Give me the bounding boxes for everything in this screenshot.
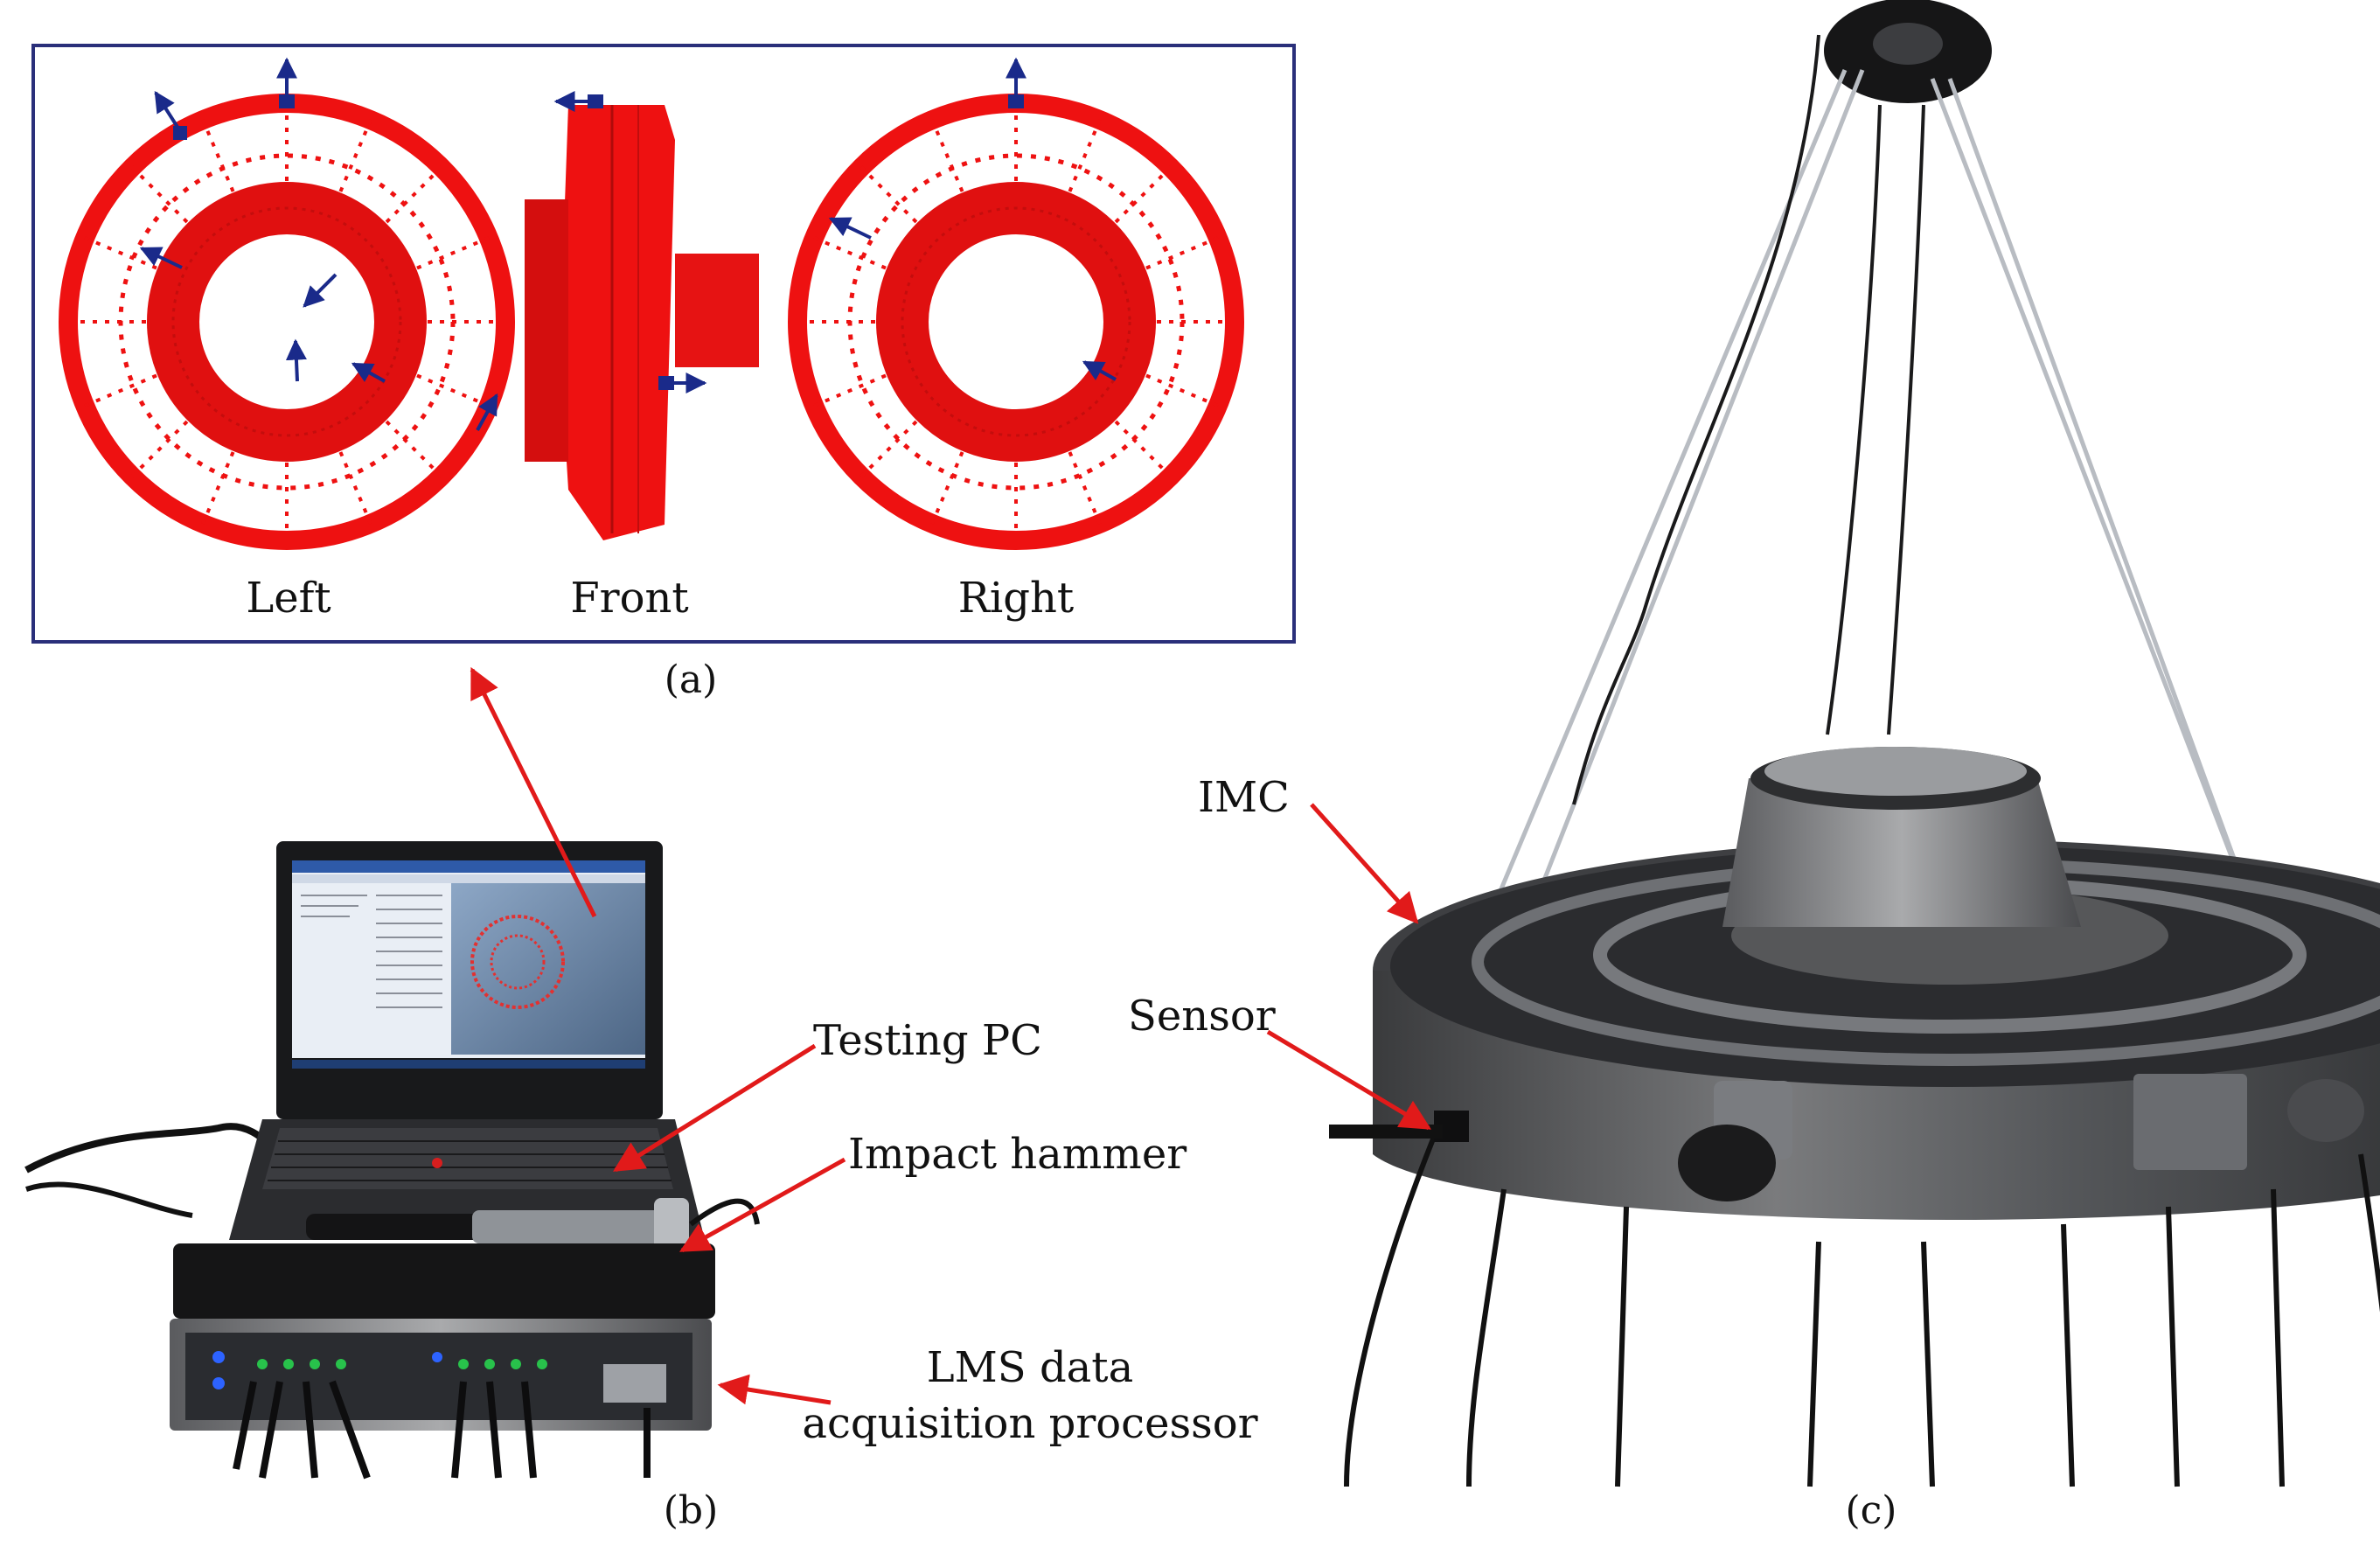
view-label-right: Right [958,574,1074,623]
arrow-impact-hammer [679,1157,846,1253]
mode-shape-right-view [788,57,1244,550]
panel-c-caption: (c) [1846,1488,1897,1533]
view-label-front: Front [570,574,688,623]
arrow-sensor [1266,1029,1432,1131]
mode-shape-front-view [525,91,759,540]
label-lms-line1: LMS data [927,1343,1133,1392]
panel-c-photo [1329,0,2380,1487]
label-testing-pc: Testing PC [813,1016,1042,1065]
mode-shape-left-view [59,57,515,550]
label-sensor: Sensor [1128,992,1276,1041]
pointer-arrows [470,666,1432,1405]
panel-a-caption: (a) [665,658,718,702]
imc-casing [1373,747,2380,1220]
arrow-testing-pc [613,1043,817,1173]
label-lms-line2: acquisition processor [802,1399,1257,1448]
panel-a: Left Front Right [31,44,1296,644]
panel-b-photo [24,841,760,1480]
lms-processor [170,1243,715,1480]
label-impact-hammer: Impact hammer [848,1130,1187,1179]
panel-b-caption: (b) [664,1488,719,1533]
arrow-screen-to-panel-a [470,666,597,918]
arrow-lms-processor [717,1374,832,1405]
arrow-imc [1310,803,1419,924]
view-label-left: Left [246,574,331,623]
label-imc: IMC [1198,773,1290,822]
laptop [229,841,705,1240]
